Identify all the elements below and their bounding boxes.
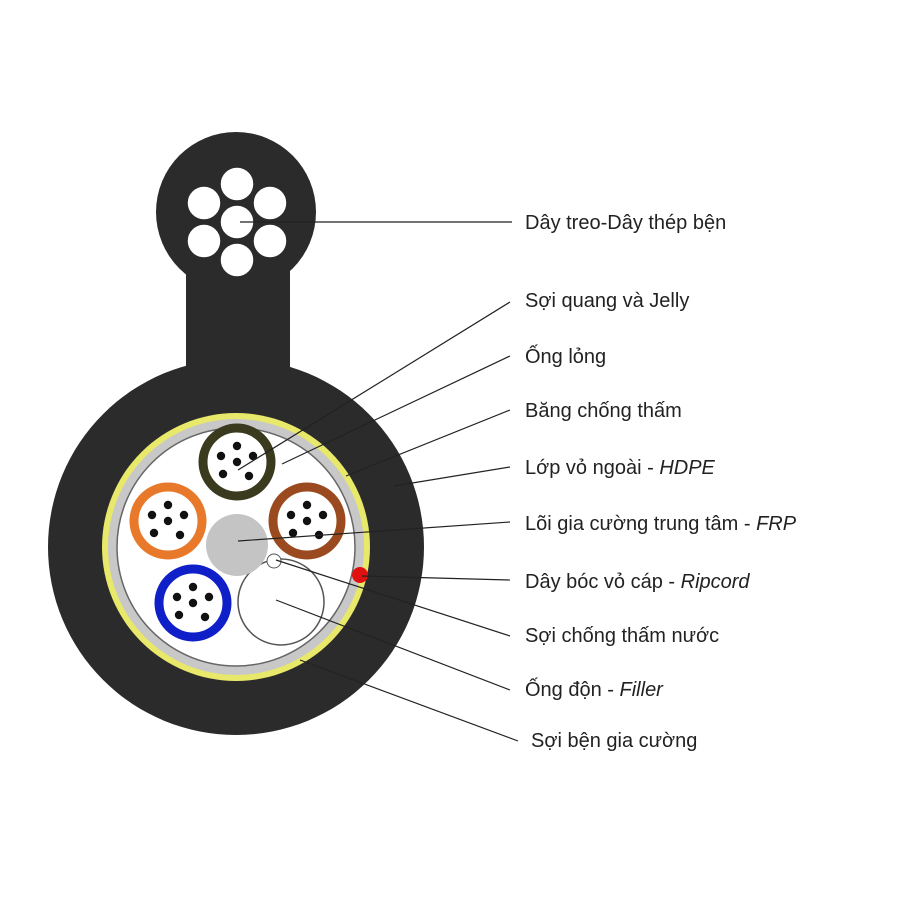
optical-fiber (163, 516, 173, 526)
label-text: Lõi gia cường trung tâm - (525, 513, 756, 535)
optical-fiber (302, 500, 312, 510)
optical-fiber (232, 441, 242, 451)
label-text: Dây bóc vỏ cáp - (525, 571, 681, 593)
optical-fiber (302, 516, 312, 526)
label-text: Lớp vỏ ngoài - (525, 457, 659, 479)
label-9: Sợi bện gia cường (531, 730, 697, 752)
label-4: Lớp vỏ ngoài - HDPE (525, 457, 716, 479)
optical-fiber (200, 612, 210, 622)
central-strength-member-frp (206, 514, 268, 576)
leader-lines (237, 221, 519, 742)
optical-fiber (204, 592, 214, 602)
label-italic: FRP (756, 513, 797, 535)
label-text: Dây treo-Dây thép bện (525, 212, 726, 234)
label-6: Dây bóc vỏ cáp - Ripcord (525, 571, 750, 593)
loose-tube-green (198, 423, 276, 501)
label-3: Băng chống thấm (525, 400, 682, 422)
optical-fiber (149, 528, 159, 538)
loose-tube-brown (268, 482, 346, 560)
label-text: Sợi quang và Jelly (525, 290, 689, 312)
label-text: Sợi bện gia cường (531, 730, 697, 752)
loose-tube-blue (154, 564, 232, 642)
optical-fiber (175, 530, 185, 540)
optical-fiber (244, 471, 254, 481)
label-italic: Ripcord (681, 571, 751, 593)
optical-fiber (188, 582, 198, 592)
optical-fiber (218, 469, 228, 479)
optical-fiber (163, 500, 173, 510)
optical-fiber (172, 592, 182, 602)
label-text: Ống độn - (525, 677, 620, 701)
optical-fiber (288, 528, 298, 538)
optical-fiber (179, 510, 189, 520)
optical-fiber (188, 598, 198, 608)
loose-tubes (129, 423, 346, 642)
label-text: Băng chống thấm (525, 400, 682, 422)
label-italic: HDPE (659, 457, 715, 479)
label-italic: Filler (620, 679, 665, 701)
label-text: Sợi chống thấm nước (525, 625, 719, 647)
optical-fiber (232, 457, 242, 467)
optical-fiber (318, 510, 328, 520)
label-5: Lõi gia cường trung tâm - FRP (525, 513, 797, 535)
optical-fiber (174, 610, 184, 620)
label-2: Ống lỏng (525, 344, 606, 368)
label-0: Dây treo-Dây thép bện (525, 212, 726, 234)
label-8: Ống độn - Filler (525, 677, 664, 701)
optical-fiber (286, 510, 296, 520)
label-1: Sợi quang và Jelly (525, 290, 689, 312)
label-7: Sợi chống thấm nước (525, 625, 719, 647)
loose-tube-orange (129, 482, 207, 560)
optical-fiber (147, 510, 157, 520)
optical-fiber (248, 451, 258, 461)
optical-fiber (216, 451, 226, 461)
label-text: Ống lỏng (525, 344, 606, 368)
ripcord (352, 567, 368, 583)
messenger-steel-strand (186, 166, 288, 278)
